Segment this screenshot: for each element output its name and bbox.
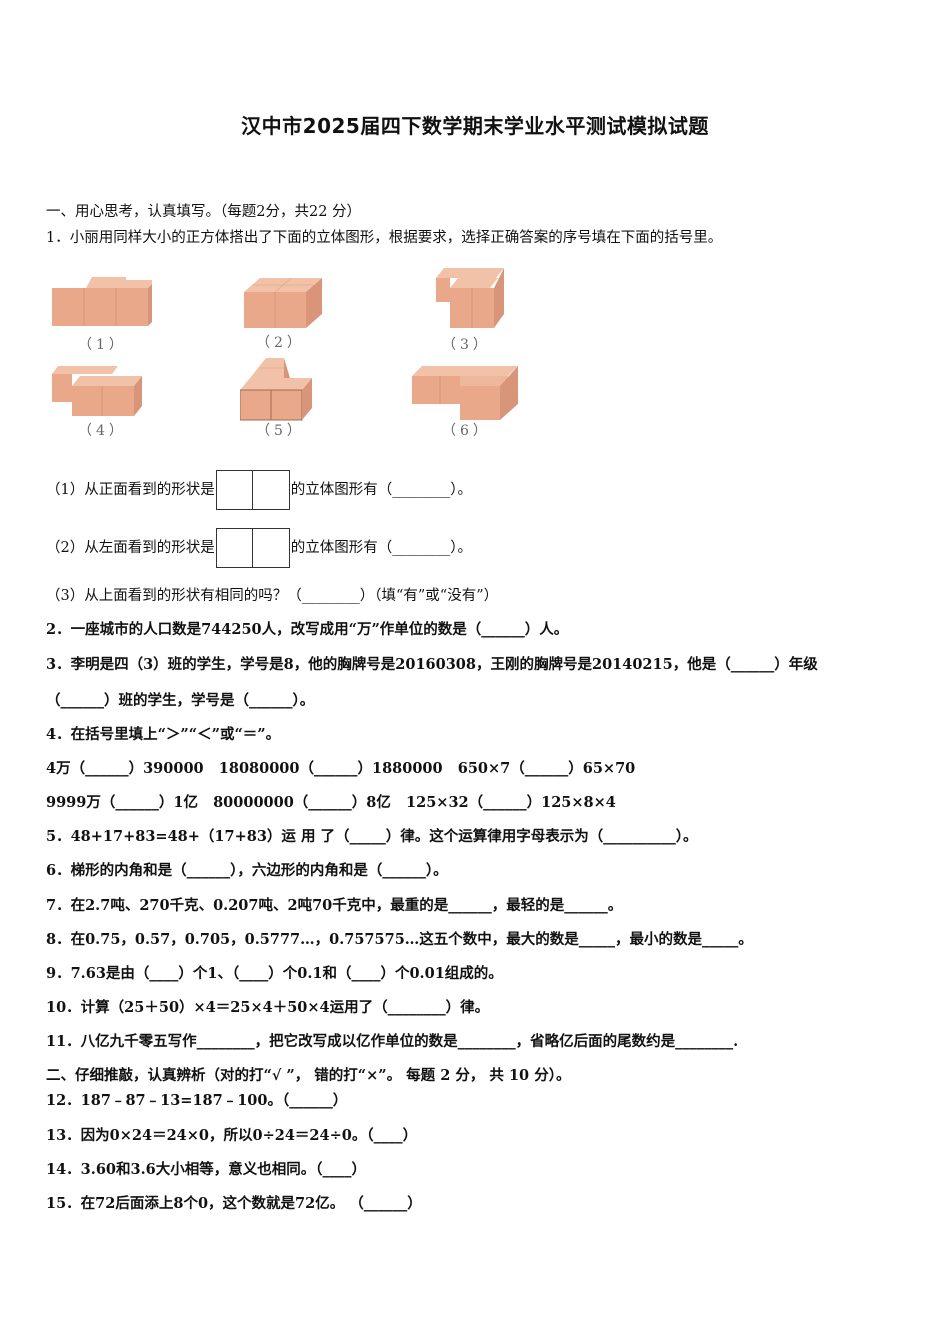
q1-sub1-prefix: （1）从正面看到的形状是 [46, 482, 215, 498]
figure-label-2: （2） [256, 335, 305, 351]
question-14: 14．3.60和3.6大小相等，意义也相同。（____） [46, 1161, 366, 1178]
cube-figures: （1） （2） （3） （4） （5） [46, 260, 546, 450]
figure-label-5: （5） [256, 423, 305, 439]
figure-label-1: （1） [78, 337, 127, 353]
question-3-line1: 3．李明是四（3）班的学生，学号是8，他的胸牌号是20160308，王刚的胸牌号… [46, 656, 818, 673]
question-4: 4．在括号里填上“＞”“＜”或“＝”。 [46, 726, 281, 743]
q1-sub3: （3）从上面看到的形状有相同的吗？（________）（填“有”或“没有”） [46, 588, 499, 604]
question-9: 9．7.63是由（____）个1、（____）个0.1和（____）个0.01组… [46, 965, 503, 982]
cube-figure-6 [412, 366, 518, 420]
question-15: 15．在72后面添上8个0，这个数就是72亿。 （______） [46, 1195, 422, 1212]
question-1: 1．小丽用同样大小的正方体搭出了下面的立体图形，根据要求，选择正确答案的序号填在… [46, 230, 723, 246]
question-12: 12．187﹣87﹣13=187﹣100。（______） [46, 1092, 348, 1109]
question-3-line2: （______）班的学生，学号是（______）。 [46, 692, 315, 709]
question-8: 8．在0.75，0.57，0.705，0.5777…，0.757575…这五个数… [46, 931, 753, 948]
cube-figure-2 [244, 278, 322, 328]
cube-figure-5 [240, 358, 312, 421]
q1-sub1: （1）从正面看到的形状是 的立体图形有（________）。 [46, 470, 472, 510]
page-title: 汉中市2025届四下数学期末学业水平测试模拟试题 [241, 114, 709, 138]
question-7: 7．在2.7吨、270千克、0.207吨、2吨70千克中，最重的是______，… [46, 897, 623, 914]
q1-sub2-suffix: 的立体图形有（________）。 [290, 540, 472, 556]
question-2: 2．一座城市的人口数是744250人，改写成用“万”作单位的数是（______）… [46, 621, 569, 638]
q1-sub1-suffix: 的立体图形有（________）。 [290, 482, 472, 498]
cube-figure-4 [52, 366, 142, 416]
question-10: 10．计算（25＋50）×4＝25×4＋50×4运用了（________）律。 [46, 999, 490, 1016]
figure-label-3: （3） [442, 337, 491, 353]
question-13: 13．因为0×24＝24×0，所以0÷24＝24÷0。（____） [46, 1127, 418, 1144]
question-4-row1: 4万（______）390000 18080000（______）1880000… [46, 760, 636, 777]
section2-heading: 二、仔细推敲，认真辨析（对的打“√ ”， 错的打“×”。 每题 2 分， 共 1… [46, 1067, 571, 1084]
figure-label-4: （4） [78, 423, 127, 439]
question-11: 11．八亿九千零五写作________，把它改写成以亿作单位的数是_______… [46, 1033, 739, 1050]
question-6: 6．梯形的内角和是（______），六边形的内角和是（______）。 [46, 862, 448, 879]
question-4-row2: 9999万（______）1亿 80000000（______）8亿 125×3… [46, 794, 616, 811]
figure-label-6: （6） [442, 423, 491, 439]
q1-sub2: （2）从左面看到的形状是 的立体图形有（________）。 [46, 528, 472, 568]
two-squares-front-view [215, 470, 290, 510]
q1-sub2-prefix: （2）从左面看到的形状是 [46, 540, 215, 556]
cube-figure-3 [436, 268, 504, 328]
cube-figure-1 [52, 277, 152, 326]
section1-heading: 一、用心思考，认真填写。（每题2分，共22 分） [46, 204, 362, 220]
two-squares-left-view [215, 528, 290, 568]
question-5: 5．48+17+83=48+（17+83）运 用 了（_____）律。这个运算律… [46, 828, 698, 845]
